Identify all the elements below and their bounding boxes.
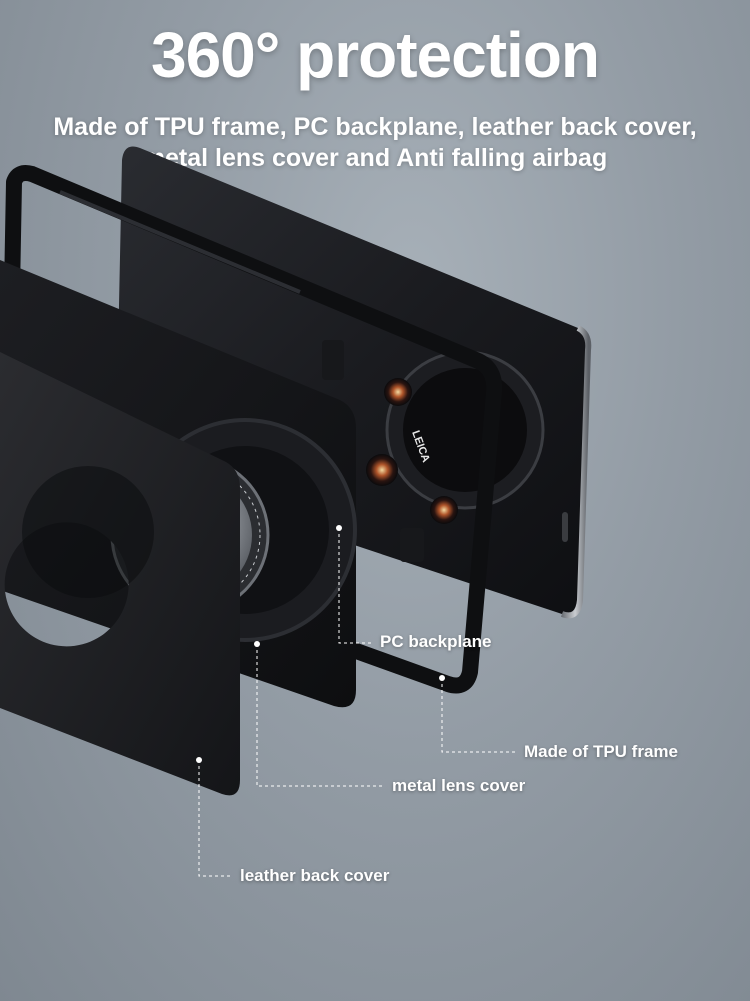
metal-lens-cover-dot — [254, 641, 260, 647]
tpu-frame-leader — [441, 678, 516, 753]
callout-pc-backplane: PC backplane — [380, 632, 492, 651]
page-title: 360° protection — [150, 19, 600, 91]
callout-metal-lens-cover: metal lens cover — [392, 776, 526, 795]
callout-tpu-frame: Made of TPU frame — [524, 742, 678, 761]
leather-back-cover — [0, 352, 240, 796]
callout-lines — [198, 528, 516, 877]
feature-description: Made of TPU frame, PC backplane, leather… — [0, 112, 750, 174]
leather-back-cover-leader — [198, 760, 232, 877]
pc-backplane-dot — [336, 525, 342, 531]
subtitle-line-1: Made of TPU frame, PC backplane, leather… — [53, 113, 697, 141]
tpu-frame-dot — [439, 675, 445, 681]
callout-leather-back-cover: leather back cover — [240, 866, 390, 885]
leather-back-cover-dot — [196, 757, 202, 763]
callout-dots — [196, 525, 445, 763]
pc-backplane-leader — [338, 528, 372, 644]
subtitle-line-2: metal lens cover and Anti falling airbag — [142, 144, 608, 172]
